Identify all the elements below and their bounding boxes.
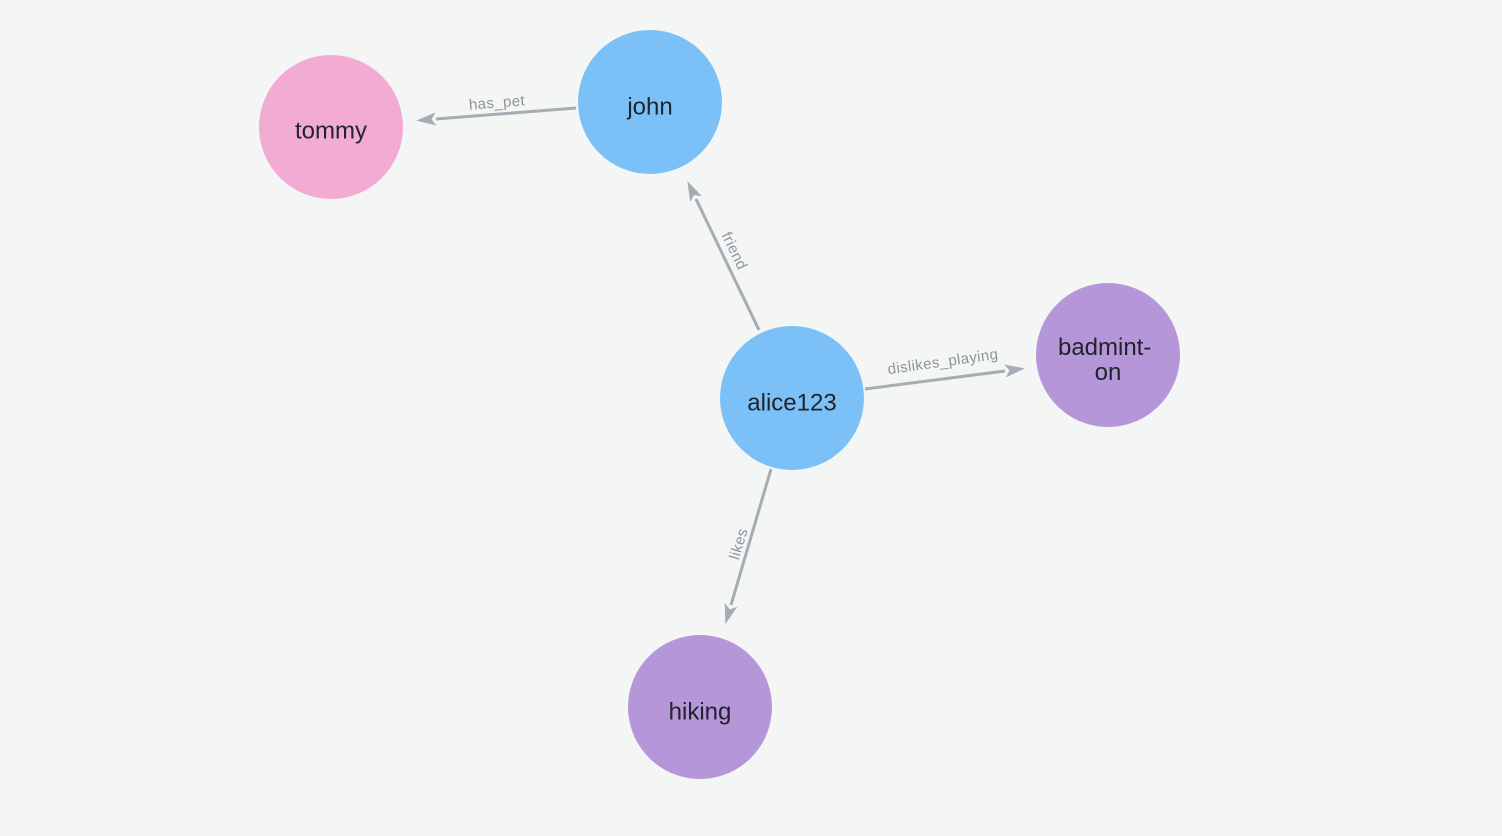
node-badminton[interactable]	[1036, 283, 1180, 427]
node-group-alice123[interactable]: alice123	[720, 326, 864, 470]
node-group-tommy[interactable]: tommy	[259, 55, 403, 199]
node-label-hiking: hiking	[669, 699, 732, 726]
node-label-alice123: alice123	[747, 390, 836, 417]
edge-line[interactable]	[416, 106, 577, 126]
node-hiking[interactable]	[628, 635, 772, 779]
node-label-john: john	[626, 94, 672, 121]
node-label-badminton: badmint- on	[1058, 334, 1158, 386]
node-group-hiking[interactable]: hiking	[628, 635, 772, 779]
edge-line[interactable]	[724, 468, 773, 625]
node-group-badminton[interactable]: badmint- on	[1036, 283, 1180, 427]
edge-line[interactable]	[687, 180, 761, 331]
node-alice123[interactable]	[720, 326, 864, 470]
edge-line[interactable]	[864, 364, 1025, 391]
node-group-john[interactable]: john	[578, 30, 722, 174]
node-label-line: badmint-	[1058, 334, 1151, 361]
node-label-line: on	[1095, 359, 1122, 386]
edge-label[interactable]: has_pet	[468, 92, 526, 113]
node-john[interactable]	[578, 30, 722, 174]
node-tommy[interactable]	[259, 55, 403, 199]
node-label-tommy: tommy	[295, 118, 367, 145]
relationship-has-pet[interactable]: has_pet	[416, 92, 577, 126]
